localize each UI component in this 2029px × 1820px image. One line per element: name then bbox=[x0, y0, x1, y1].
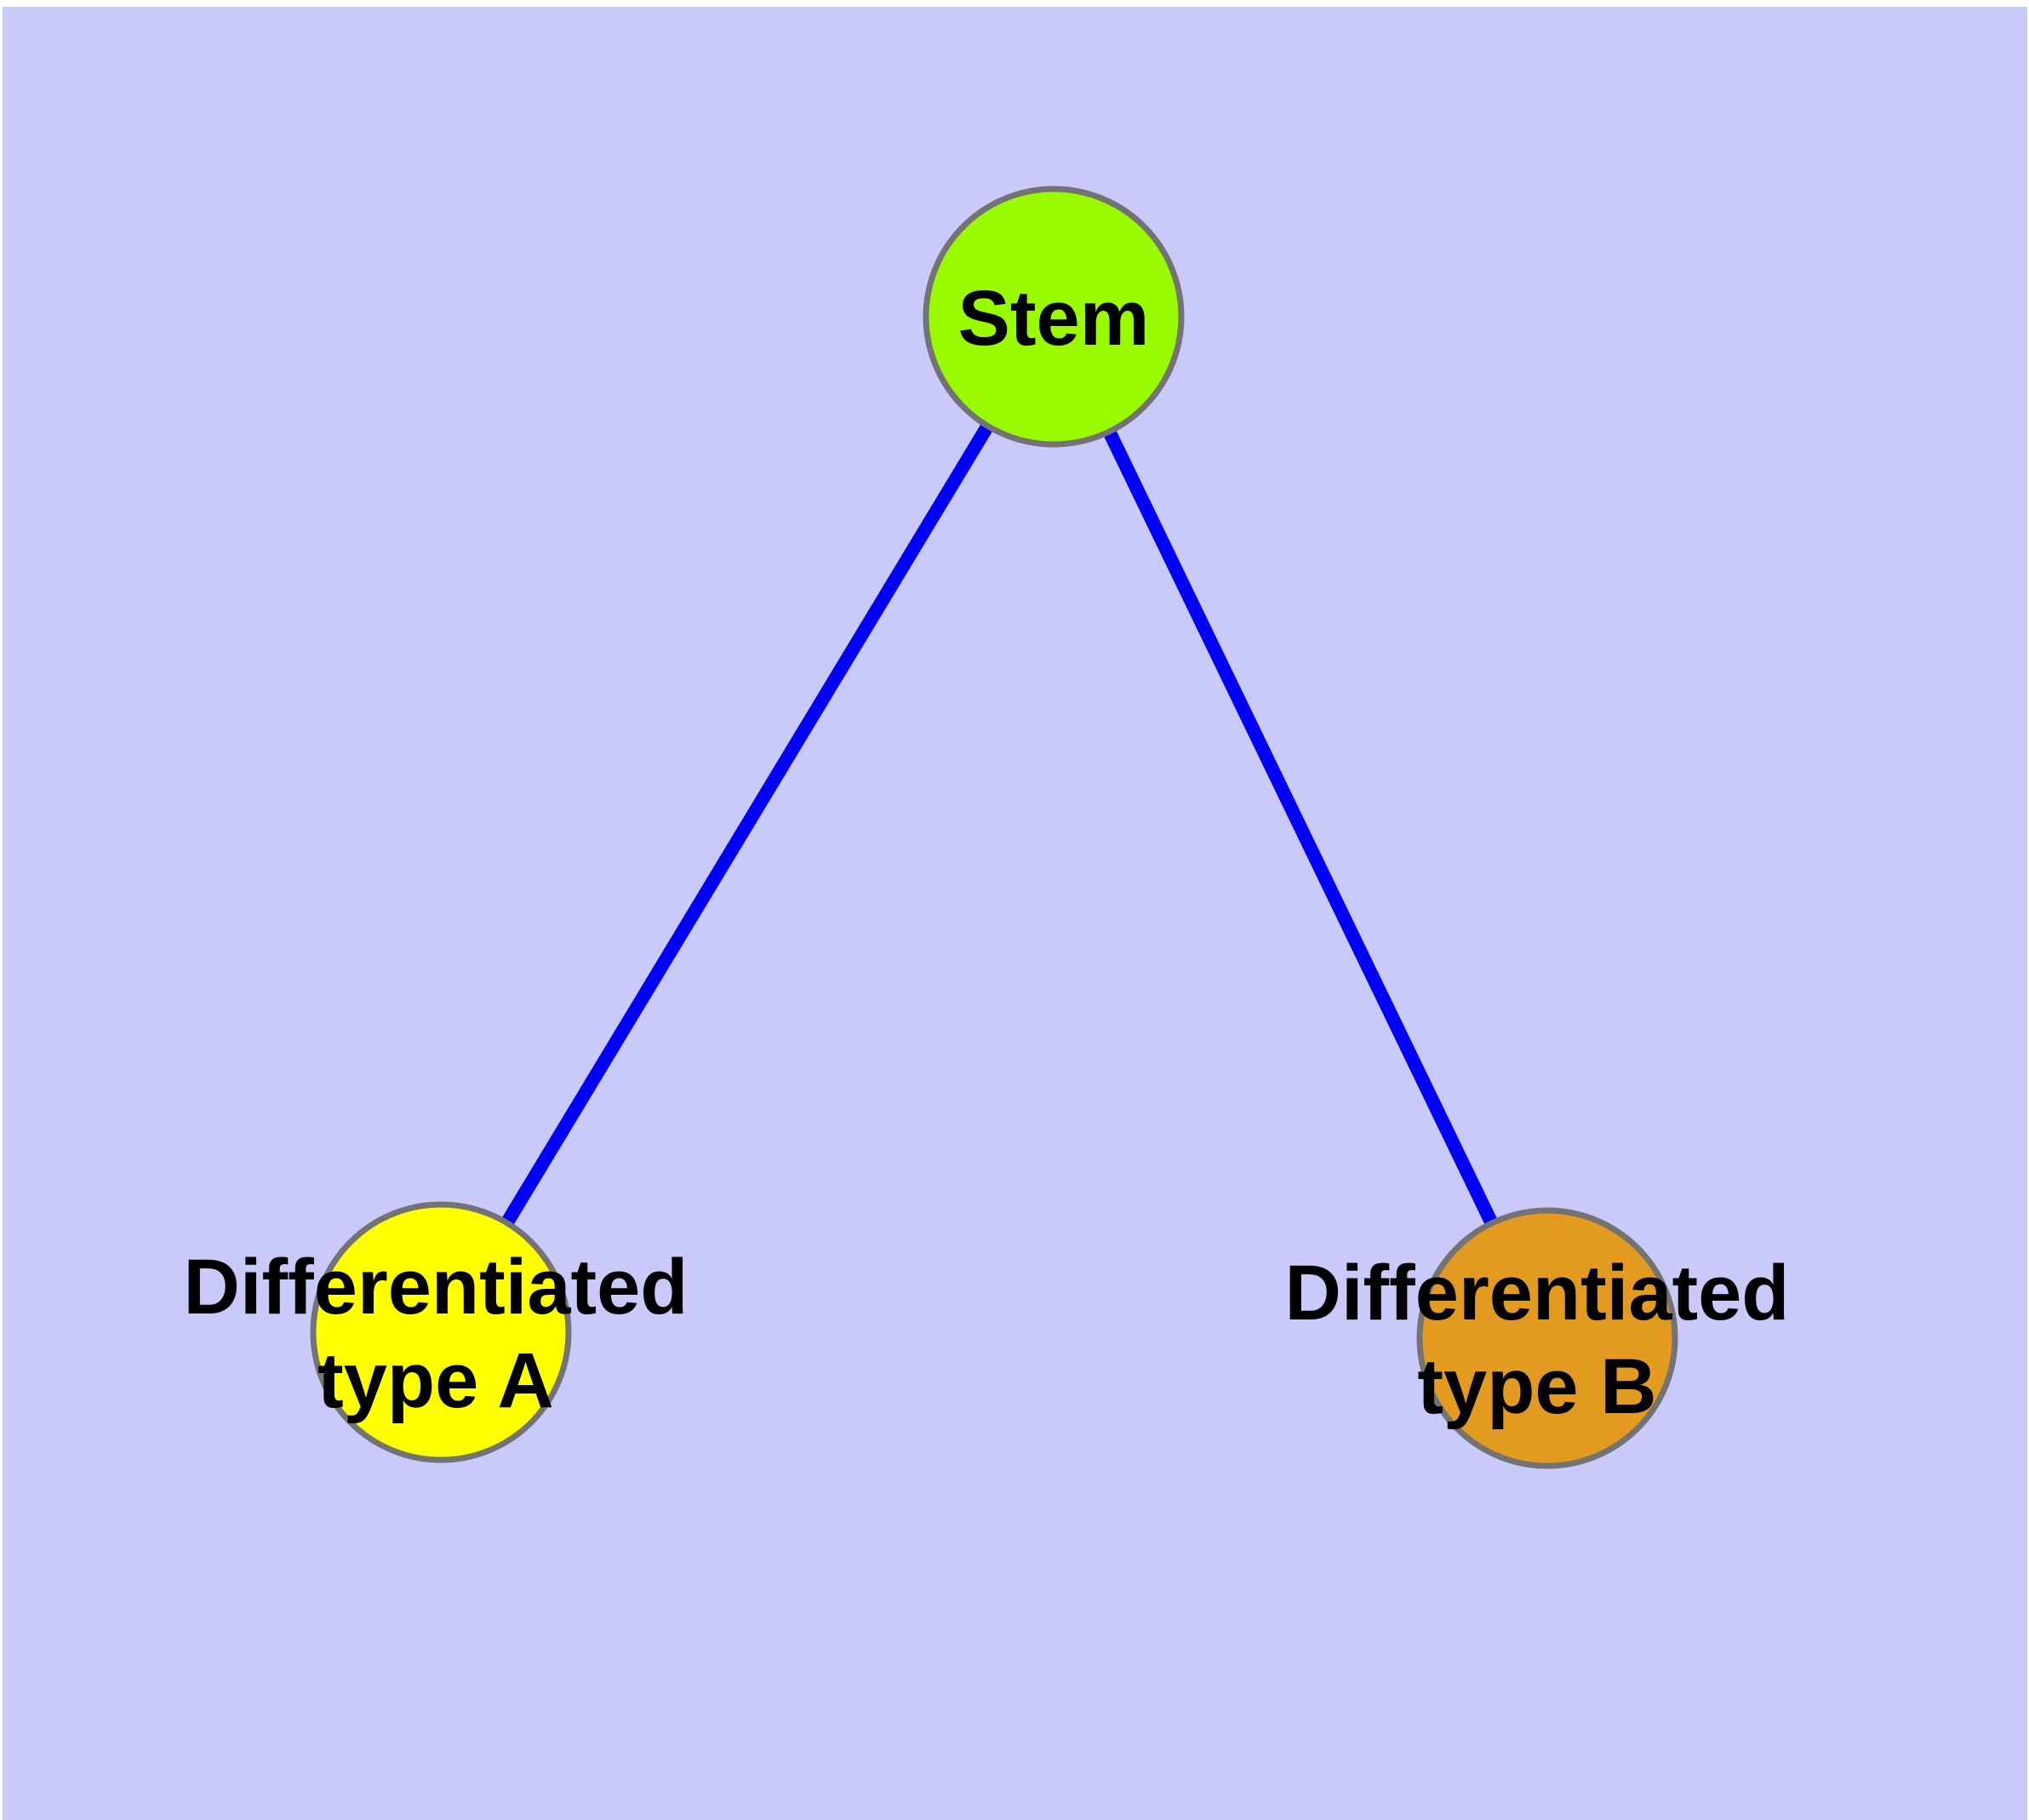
node-type-a-label-line1: Differentiated bbox=[184, 1244, 689, 1331]
node-type-b-label-line2: type B bbox=[1417, 1343, 1656, 1430]
node-type-a-circle bbox=[310, 1201, 572, 1463]
edge-stem-to-type-a bbox=[435, 312, 1060, 1336]
node-type-a-label-line2: type A bbox=[317, 1337, 554, 1424]
node-type-b-label-line1: Differentiated bbox=[1285, 1250, 1790, 1336]
node-stem-circle bbox=[923, 186, 1185, 448]
edge-stem-to-type-b bbox=[1047, 313, 1554, 1342]
node-type-b-circle bbox=[1416, 1207, 1678, 1469]
node-stem-label: Stem bbox=[958, 275, 1150, 362]
